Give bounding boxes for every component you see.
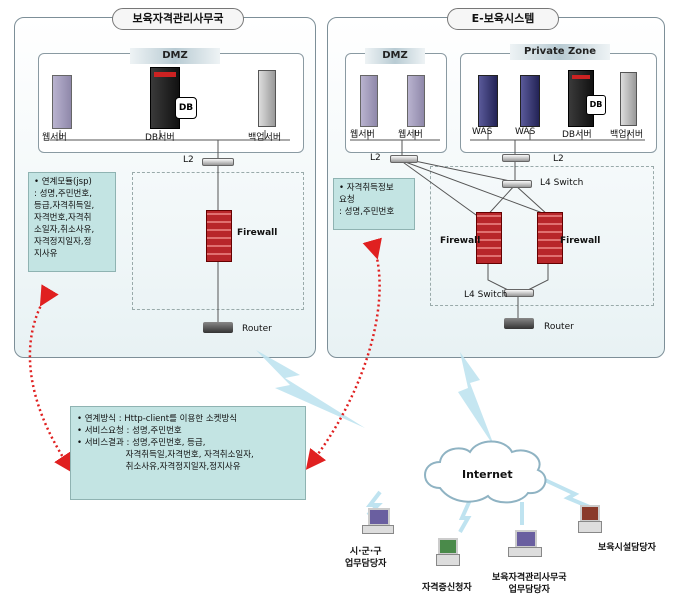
note-line: 소일자,취소사유, [34, 225, 95, 235]
left-router-icon [203, 322, 233, 333]
right-firewall-left-label: Firewall [440, 236, 481, 246]
left-backup-server-label: 백업서버 [248, 133, 282, 143]
user-label-text: 보육자격관리사무국 업무담당자 [492, 573, 567, 595]
note-line: 지사유 [34, 249, 58, 259]
right-db-server-label: DB서버 [562, 130, 592, 140]
right-web-server-1-icon [360, 75, 378, 127]
left-db-server-label: DB서버 [145, 133, 175, 143]
left-firewall-label: Firewall [237, 228, 278, 238]
applicant-pc-icon [436, 538, 460, 566]
internet-cloud [424, 440, 547, 504]
note-line: • 서비스요청 : 성명,주민번호 [77, 426, 182, 436]
left-link-bolt [256, 350, 365, 428]
was-2-label: WAS [515, 127, 536, 137]
l4-switch-bottom-icon [504, 289, 534, 297]
right-security-group [430, 166, 654, 306]
right-l2-left-icon [390, 155, 418, 163]
right-firewall-left-icon [476, 212, 502, 264]
left-backup-server-icon [258, 70, 276, 127]
note-line: 등급,자격취득일, [34, 201, 95, 211]
was-server-1-icon [478, 75, 498, 127]
l4-switch-bottom-label: L4 Switch [464, 290, 508, 300]
left-dmz-label: DMZ [130, 48, 220, 64]
right-router-icon [504, 318, 534, 329]
was-server-2-icon [520, 75, 540, 127]
was-1-label: WAS [472, 127, 493, 137]
left-web-server-icon [52, 75, 72, 129]
sigungu-pc-icon [362, 508, 394, 534]
note-line: : 성명,주민번호 [339, 207, 395, 217]
l4-switch-top-label: L4 Switch [540, 178, 584, 188]
right-web-server-2-icon [407, 75, 425, 127]
note-line: • 연계방식 : Http-client를 이용한 소켓방식 [77, 414, 238, 424]
internet-label: Internet [462, 468, 513, 481]
user-label-text: 시·군·구 업무담당자 [345, 547, 387, 569]
right-db-badge: DB [586, 95, 606, 115]
right-firewall-right-icon [537, 212, 563, 264]
left-web-server-label: 웹서버 [42, 133, 67, 143]
left-module-note: • 연계모듈(jsp) : 성명,주민번호, 등급,자격취득일, 자격번호,자격… [28, 172, 116, 272]
note-line: 자격취득일,자격번호, 자격취소일자, [77, 450, 254, 460]
l4-switch-top-icon [502, 180, 532, 188]
sigungu-user-label: 시·군·구 업무담당자 [345, 546, 386, 570]
right-web-server-1-label: 웹서버 [350, 130, 375, 140]
note-line: 요청 [339, 195, 355, 205]
right-dmz-label: DMZ [365, 48, 425, 64]
right-firewall-right-label: Firewall [560, 236, 601, 246]
note-line: • 자격취득정보 [339, 183, 394, 193]
right-panel-title: E-보육시스템 [447, 8, 559, 30]
left-l2-label: L2 [183, 155, 194, 165]
nursery-office-user-label: 보육자격관리사무국 업무담당자 [492, 572, 567, 596]
right-l2-left-label: L2 [370, 153, 381, 163]
right-router-label: Router [544, 322, 574, 332]
note-line: • 연계모듈(jsp) [34, 177, 92, 187]
left-db-badge: DB [175, 97, 197, 119]
facility-user-label: 보육시설담당자 [598, 543, 656, 553]
left-panel-title: 보육자격관리사무국 [112, 8, 244, 30]
right-backup-server-label: 백업서버 [610, 130, 644, 140]
right-backup-server-icon [620, 72, 637, 126]
link-method-note: • 연계방식 : Http-client를 이용한 소켓방식 • 서비스요청 :… [70, 406, 306, 500]
private-zone-label: Private Zone [510, 44, 610, 60]
right-l2-right-label: L2 [553, 154, 564, 164]
right-l2-right-icon [502, 154, 530, 162]
note-line: • 서비스결과 : 성명,주민번호, 등급, [77, 438, 206, 448]
left-firewall-icon [206, 210, 232, 262]
note-line: 자격번호,자격취 [34, 213, 92, 223]
facility-pc-icon [578, 505, 602, 533]
applicant-user-label: 자격증신청자 [422, 583, 472, 593]
left-router-label: Router [242, 324, 272, 334]
right-request-note: • 자격취득정보 요청 : 성명,주민번호 [333, 178, 415, 230]
right-web-server-2-label: 웹서버 [398, 130, 423, 140]
note-line: 자격정지일자,정 [34, 237, 92, 247]
note-line: : 성명,주민번호, [34, 189, 92, 199]
right-link-bolt [458, 352, 495, 448]
nursery-office-pc-icon [508, 530, 542, 558]
left-l2-switch-icon [202, 158, 234, 166]
note-line: 취소사유,자격정지일자,정지사유 [77, 462, 241, 472]
